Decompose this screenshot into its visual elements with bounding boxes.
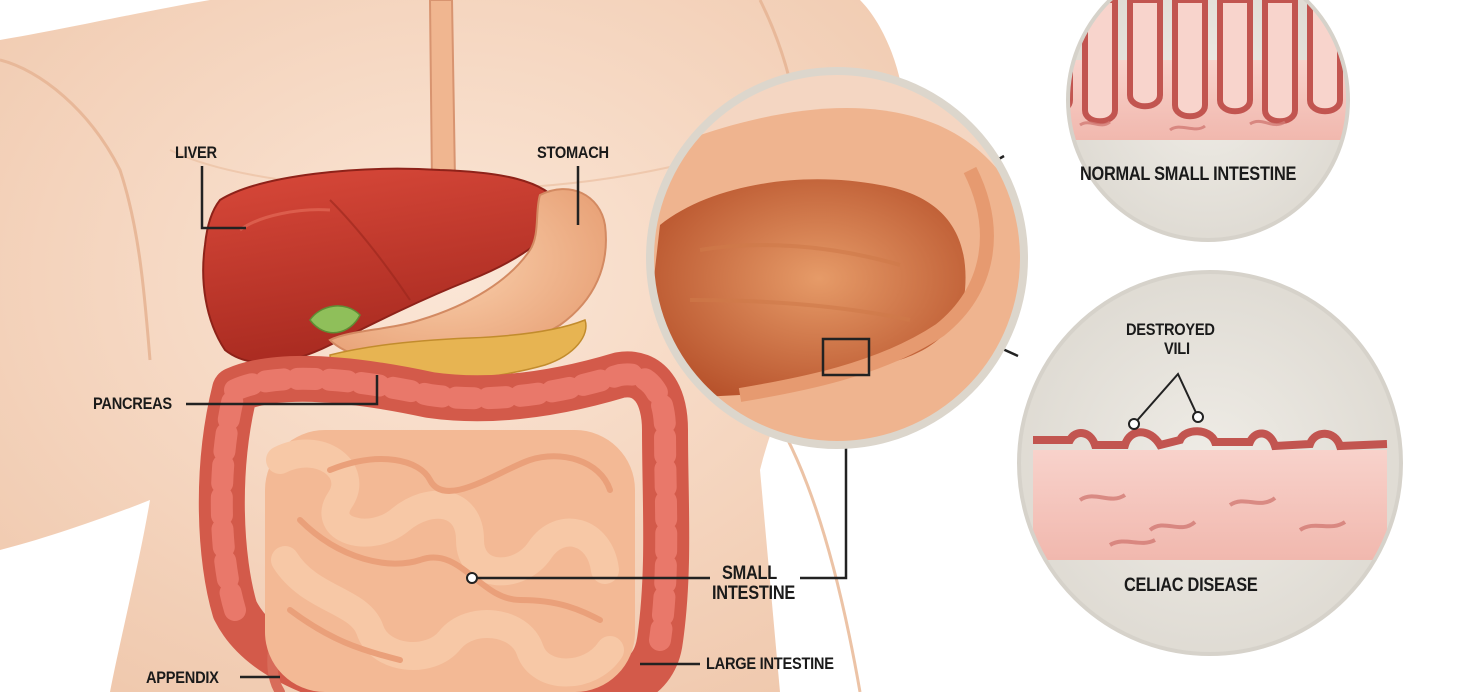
small-intestine <box>265 430 635 692</box>
destroyed-vili-label-line1: DESTROYED <box>1126 320 1215 339</box>
normal-intestine-panel <box>1030 0 1385 240</box>
normal-small-intestine-label: NORMAL SMALL INTESTINE <box>1080 165 1296 184</box>
small-intestine-label-line1: SMALL <box>722 564 777 583</box>
small-intestine-marker <box>467 573 477 583</box>
esophagus <box>430 0 455 185</box>
celiac-disease-label: CELIAC DISEASE <box>1124 576 1257 595</box>
liver-label: LIVER <box>175 143 217 162</box>
large-intestine-label: LARGE INTESTINE <box>706 654 834 673</box>
appendix-label: APPENDIX <box>146 668 219 687</box>
pancreas-label: PANCREAS <box>93 394 172 413</box>
small-intestine-label-line2: INTESTINE <box>712 584 795 603</box>
destroyed-vili-label-line2: VILI <box>1164 339 1190 358</box>
stomach-label: STOMACH <box>537 143 609 162</box>
